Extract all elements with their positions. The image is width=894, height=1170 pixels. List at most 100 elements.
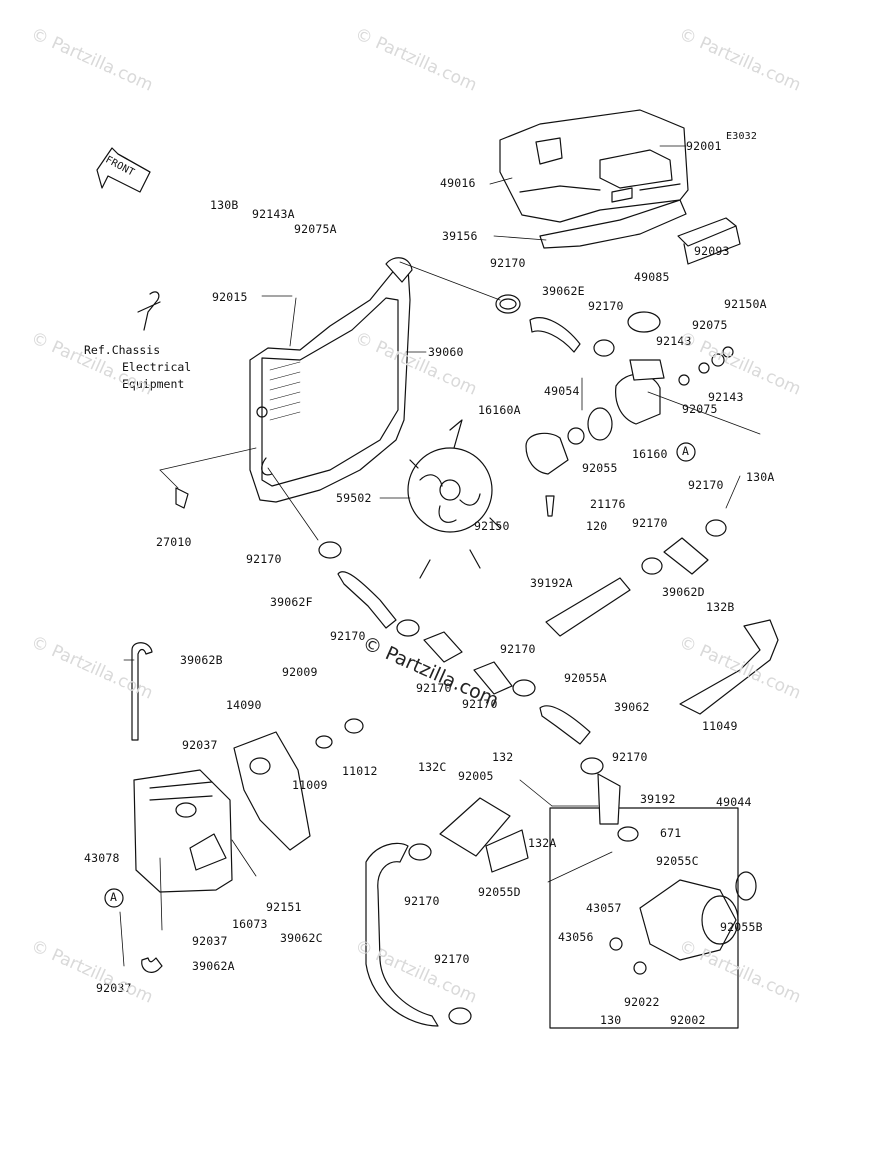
part-label[interactable]: 59502 bbox=[336, 491, 372, 505]
part-label[interactable]: 16160 bbox=[632, 447, 668, 461]
part-label[interactable]: 92015 bbox=[212, 290, 248, 304]
marker-a-upper-label: A bbox=[682, 444, 690, 458]
part-label[interactable]: 130B bbox=[210, 198, 239, 212]
part-label[interactable]: 92143 bbox=[708, 390, 744, 404]
pipe-39192 bbox=[597, 773, 621, 825]
part-label[interactable]: 39060 bbox=[428, 345, 464, 359]
part-label[interactable]: 39062 bbox=[614, 700, 650, 714]
part-label[interactable]: 130A bbox=[746, 470, 775, 484]
part-label[interactable]: 49044 bbox=[716, 795, 752, 809]
part-label[interactable]: 39062E bbox=[542, 284, 585, 298]
hose-39062F bbox=[337, 571, 397, 629]
part-label[interactable]: 92170 bbox=[612, 750, 648, 764]
part-label[interactable]: 92170 bbox=[434, 952, 470, 966]
part-label[interactable]: 39062F bbox=[270, 595, 313, 609]
cap-11012 bbox=[344, 718, 364, 734]
part-label[interactable]: 92055A bbox=[564, 671, 607, 685]
gasket-92055D bbox=[485, 829, 529, 873]
part-label[interactable]: 27010 bbox=[156, 535, 192, 549]
part-label[interactable]: 130 bbox=[600, 1013, 622, 1027]
part-label[interactable]: 92075 bbox=[682, 402, 718, 416]
oring-671 bbox=[617, 826, 639, 842]
part-label[interactable]: 39062B bbox=[180, 653, 223, 667]
part-label[interactable]: 16160A bbox=[478, 403, 521, 417]
sensor-27010 bbox=[175, 487, 189, 509]
part-label[interactable]: 92055D bbox=[478, 885, 521, 899]
part-label[interactable]: 49085 bbox=[634, 270, 670, 284]
part-label[interactable]: 49016 bbox=[440, 176, 476, 190]
part-label[interactable]: 92037 bbox=[192, 934, 228, 948]
part-label[interactable]: 132C bbox=[418, 760, 447, 774]
part-label[interactable]: 92037 bbox=[182, 738, 218, 752]
part-label[interactable]: 16073 bbox=[232, 917, 268, 931]
shroud-49016 bbox=[499, 109, 689, 223]
hose-39062A bbox=[141, 957, 163, 973]
part-label[interactable]: 92170 bbox=[490, 256, 526, 270]
part-label[interactable]: 39062A bbox=[192, 959, 235, 973]
part-label[interactable]: 92075A bbox=[294, 222, 337, 236]
part-label[interactable]: 11049 bbox=[702, 719, 738, 733]
chassis-bracket-icon bbox=[137, 291, 161, 331]
pipe-39192A bbox=[545, 577, 631, 637]
part-label[interactable]: 92151 bbox=[266, 900, 302, 914]
part-label[interactable]: 132B bbox=[706, 600, 735, 614]
diagram-code: E3032 bbox=[726, 131, 758, 142]
part-label[interactable]: 92001 bbox=[686, 139, 722, 153]
part-label[interactable]: 132A bbox=[528, 836, 557, 850]
part-label[interactable]: 92170 bbox=[416, 681, 452, 695]
part-label[interactable]: 92170 bbox=[588, 299, 624, 313]
part-label[interactable]: 92093 bbox=[694, 244, 730, 258]
pump-frame-49044 bbox=[549, 807, 739, 1029]
part-label[interactable]: 92055B bbox=[720, 920, 763, 934]
part-label[interactable]: 92143A bbox=[252, 207, 295, 221]
part-label[interactable]: 92002 bbox=[670, 1013, 706, 1027]
ref-note-line-1: Ref.Chassis bbox=[84, 343, 161, 357]
marker-a-lower bbox=[104, 888, 124, 908]
front-arrow-icon bbox=[96, 147, 151, 193]
part-label[interactable]: 39192A bbox=[530, 576, 573, 590]
part-label[interactable]: 92005 bbox=[458, 769, 494, 783]
part-label[interactable]: 43078 bbox=[84, 851, 120, 865]
bracket-11049 bbox=[679, 619, 779, 715]
part-label[interactable]: 43056 bbox=[558, 930, 594, 944]
water-pump bbox=[609, 871, 757, 975]
part-label[interactable]: 92170 bbox=[688, 478, 724, 492]
part-label[interactable]: 92143 bbox=[656, 334, 692, 348]
hose-small-2 bbox=[473, 661, 513, 695]
part-label[interactable]: 49054 bbox=[544, 384, 580, 398]
housing-92005 bbox=[439, 797, 511, 857]
hose-39062 bbox=[539, 705, 591, 745]
part-label[interactable]: 92170 bbox=[246, 552, 282, 566]
part-label[interactable]: 92055 bbox=[582, 461, 618, 475]
part-label[interactable]: 92170 bbox=[404, 894, 440, 908]
part-label[interactable]: 11009 bbox=[292, 778, 328, 792]
part-label[interactable]: 132 bbox=[492, 750, 514, 764]
ref-note-line-3: Equipment bbox=[122, 377, 185, 391]
part-label[interactable]: 92022 bbox=[624, 995, 660, 1009]
part-label[interactable]: 39062C bbox=[280, 931, 323, 945]
part-label[interactable]: 92150 bbox=[474, 519, 510, 533]
part-label[interactable]: 11012 bbox=[342, 764, 378, 778]
part-label[interactable]: 39062D bbox=[662, 585, 705, 599]
ref-note: Ref.Chassis Electrical Equipment bbox=[84, 342, 191, 393]
part-label[interactable]: 43057 bbox=[586, 901, 622, 915]
part-label[interactable]: 92075 bbox=[692, 318, 728, 332]
cap-11009 bbox=[249, 757, 271, 775]
part-label[interactable]: 92170 bbox=[500, 642, 536, 656]
marker-a-upper bbox=[676, 442, 696, 462]
part-label[interactable]: 21176 bbox=[590, 497, 626, 511]
part-label[interactable]: 92170 bbox=[330, 629, 366, 643]
part-label[interactable]: 92009 bbox=[282, 665, 318, 679]
part-label[interactable]: 92150A bbox=[724, 297, 767, 311]
part-label[interactable]: 92037 bbox=[96, 981, 132, 995]
part-label[interactable]: 39192 bbox=[640, 792, 676, 806]
part-label[interactable]: 120 bbox=[586, 519, 608, 533]
part-label[interactable]: 92055C bbox=[656, 854, 699, 868]
part-label[interactable]: 39156 bbox=[442, 229, 478, 243]
reserve-tank-43078 bbox=[133, 769, 233, 893]
part-label[interactable]: 92170 bbox=[462, 697, 498, 711]
part-label[interactable]: 92170 bbox=[632, 516, 668, 530]
hose-39062C bbox=[365, 842, 439, 1027]
part-label[interactable]: 14090 bbox=[226, 698, 262, 712]
part-label[interactable]: 671 bbox=[660, 826, 682, 840]
